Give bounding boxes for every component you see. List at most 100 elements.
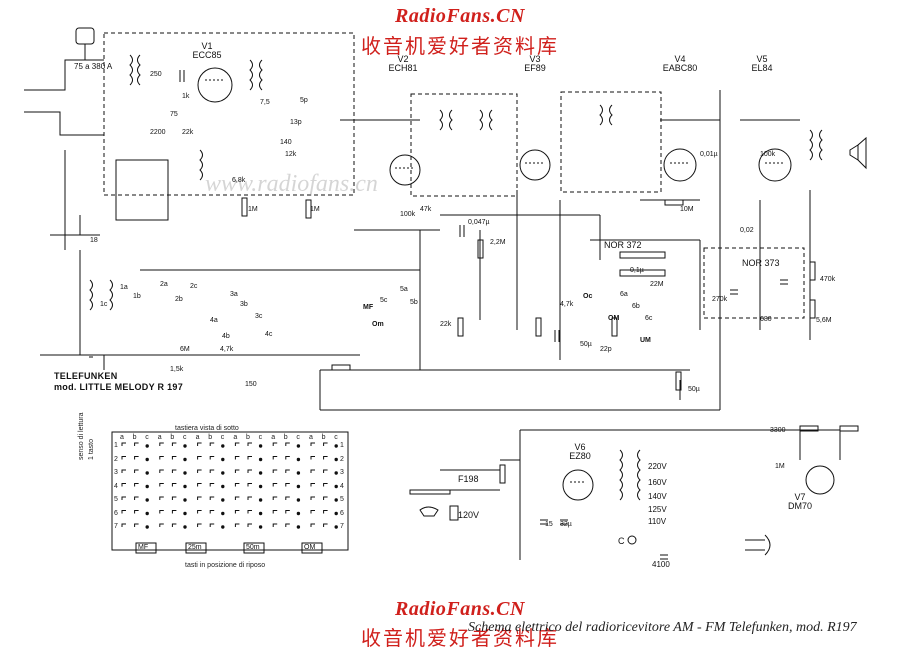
keyboard-contact: [310, 469, 315, 473]
keyboard-contact: [234, 523, 240, 527]
key-om-label: OM: [304, 544, 316, 551]
mains-voltage-label: 75 a 380 A: [74, 62, 113, 71]
key-50m-label: 50m: [246, 544, 260, 551]
component-value-label: 100k: [760, 151, 776, 158]
fuse-label: C: [618, 536, 625, 546]
keyboard-contact: [247, 469, 252, 473]
keyboard-contact: [247, 442, 252, 446]
component-value-label: 0,047µ: [468, 219, 490, 226]
keyboard-contact-dot: [296, 457, 301, 462]
keyboard-contact: [171, 456, 177, 460]
keyboard-contact: [159, 483, 164, 487]
keyboard-row-header: 3: [114, 469, 118, 476]
keyboard-contact: [285, 483, 290, 487]
key-mf-box: [135, 542, 157, 554]
keyboard-footer: tasti in posizione di riposo: [185, 562, 266, 569]
keyboard-contact: [272, 442, 278, 446]
keyboard-col-header: a: [233, 434, 238, 441]
component-value-label: 18: [90, 237, 98, 244]
keyboard-contact: [134, 523, 139, 527]
keyboard-contact: [197, 456, 202, 460]
keyboard-contact: [272, 510, 278, 514]
tube-v4: [663, 148, 697, 182]
component-value-label: 5,6M: [816, 317, 832, 324]
switch-band-label: UM: [640, 337, 651, 344]
keyboard-contact: [121, 469, 126, 473]
keyboard-contact: [272, 456, 278, 460]
component-value-label: 22k: [182, 129, 194, 136]
keyboard-contact: [171, 469, 177, 473]
keyboard-contact: [209, 469, 215, 473]
switch-contact-label: 5a: [400, 286, 408, 293]
component-value-label: 0,01µ: [700, 151, 718, 158]
tap-125: 125V: [648, 505, 667, 514]
keyboard-contact: [209, 510, 215, 514]
keyboard-contact: [121, 483, 126, 487]
watermark-subtitle: 收音机爱好者资料库: [361, 34, 559, 58]
keyboard-col-header: c: [220, 434, 225, 441]
key-50m-box: [243, 542, 265, 554]
watermark-title: RadioFans.CN: [395, 5, 525, 27]
keyboard-contact: [159, 510, 164, 514]
tap-110: 110V: [648, 517, 667, 526]
keyboard-contact: [121, 510, 126, 514]
component-value-label: 22p: [600, 346, 612, 353]
keyboard-col-header: c: [183, 434, 187, 441]
keyboard-contact: [134, 456, 139, 460]
component-value-label: 2200: [150, 129, 166, 136]
component-value-label: 32µ: [560, 521, 572, 528]
component-value-label: 1M: [248, 206, 258, 213]
keyboard-contact-dot: [221, 444, 225, 448]
keyboard-contact-dot: [334, 484, 338, 489]
watermark-title-bottom: RadioFans.CN: [395, 598, 525, 620]
keyboard-col-header: b: [283, 434, 288, 441]
component-value-label: 75: [170, 111, 178, 118]
keyboard-contact: [310, 523, 315, 527]
component-value-label: 10M: [680, 206, 694, 213]
keyboard-contact: [310, 510, 315, 514]
keyboard-col-header: a: [271, 434, 276, 441]
keyboard-col-header: a: [120, 434, 124, 441]
keyboard-contact-dot: [183, 511, 187, 516]
keyboard-contact: [247, 510, 252, 514]
keyboard-contact: [323, 483, 328, 487]
switch-contact-label: 1c: [100, 301, 108, 308]
keyboard-row-header: 4: [114, 482, 118, 490]
keyboard-contact: [159, 469, 164, 473]
keyboard-row-header: 1: [114, 442, 118, 449]
switch-band-label: Om: [372, 321, 384, 328]
component-value-label: 6,8k: [232, 177, 246, 184]
keyboard-row-header: 6: [340, 509, 344, 517]
keyboard-contact: [323, 469, 328, 473]
keyboard-contact-dot: [334, 471, 338, 475]
keyboard-contact-dot: [258, 484, 263, 489]
if-stage-shield-1: [410, 93, 518, 197]
keyboard-contact-dot: [183, 471, 187, 475]
switch-contact-label: 1a: [120, 284, 128, 291]
tube-v5: [758, 148, 792, 182]
component-value-label: 680: [760, 316, 772, 323]
tap-140: 140V: [648, 492, 667, 501]
keyboard-row-header: 3: [340, 469, 344, 476]
keyboard-contact-dot: [296, 511, 301, 516]
brand-label: TELEFUNKEN mod. LITTLE MELODY R 197: [54, 371, 183, 393]
keyboard-col-header: a: [157, 434, 162, 441]
keyboard-contact-dot: [296, 484, 301, 489]
keyboard-contact: [323, 456, 328, 460]
switch-contact-label: 5b: [410, 299, 418, 306]
keyboard-contact: [285, 496, 290, 500]
keyboard-row-header: 4: [340, 482, 344, 490]
tube-v1: [197, 67, 233, 103]
keyboard-row-header: 5: [340, 496, 344, 503]
keyboard-row-header: 2: [340, 455, 344, 463]
component-value-label: 4,7k: [220, 346, 234, 353]
switch-band-label: MF: [363, 304, 374, 311]
switch-contact-label: 2b: [175, 296, 183, 303]
keyboard-contact: [285, 442, 290, 446]
keyboard-contact-dot: [334, 444, 338, 448]
keyboard-contact: [121, 442, 126, 446]
keyboard-contact: [209, 523, 215, 527]
component-value-label: 100k: [400, 211, 416, 218]
